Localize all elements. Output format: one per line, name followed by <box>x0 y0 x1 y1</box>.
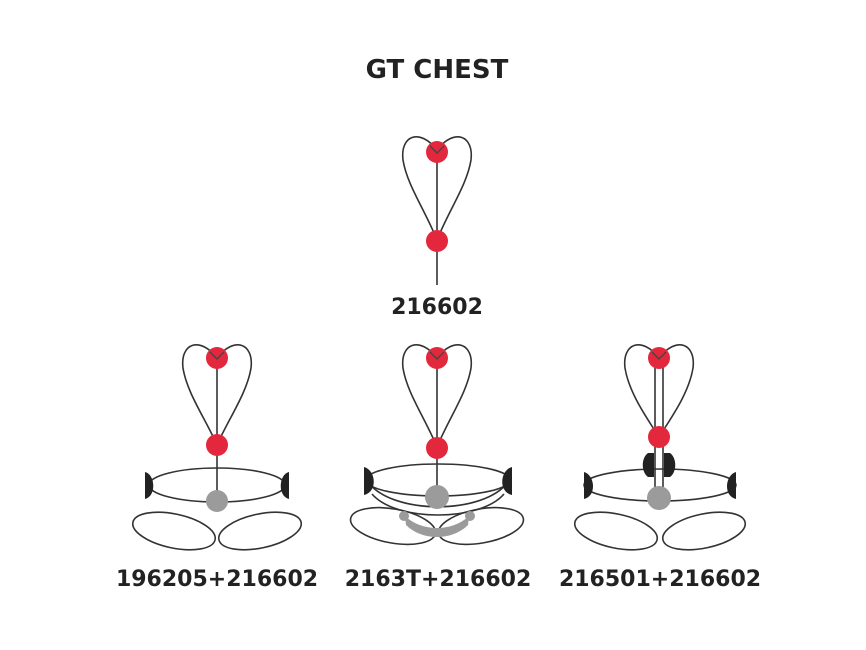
item-label-196205-216602: 196205+216602 <box>116 567 318 592</box>
harness-216602: 216602 <box>391 136 483 320</box>
left-leg-loop <box>131 511 217 551</box>
left-clamp-icon <box>584 472 594 499</box>
top-ring-split-icon <box>209 351 225 360</box>
gray-ring-icon <box>647 486 671 510</box>
chest-ring-icon <box>648 426 670 448</box>
item-label-216602: 216602 <box>391 295 483 320</box>
top-ring-split-icon <box>651 351 667 360</box>
top-ring-icon <box>206 347 228 369</box>
top-ring-icon <box>648 347 670 369</box>
chest-ring-icon <box>426 437 448 459</box>
top-ring-icon <box>426 141 448 163</box>
chest-ring-icon <box>206 434 228 456</box>
right-leg-loop <box>217 511 303 551</box>
combo-196205: 196205+216602 <box>116 344 318 592</box>
top-ring-split-icon <box>429 351 445 360</box>
seat-bridge-strap-inner <box>371 493 505 516</box>
top-ring-split-icon <box>429 145 445 154</box>
top-ring-icon <box>426 347 448 369</box>
right-clamp-icon <box>280 472 289 499</box>
gray-ring-icon <box>425 485 449 509</box>
gray-bridge-end-left-icon <box>399 511 409 521</box>
back-clip-left-icon <box>642 453 654 477</box>
right-clamp-icon <box>726 472 736 499</box>
right-leg-loop <box>437 506 525 546</box>
left-clamp-icon <box>364 467 374 495</box>
left-leg-loop <box>349 506 437 546</box>
gray-bridge-pad-icon <box>405 516 469 537</box>
right-leg-loop <box>661 511 747 551</box>
gray-ring-icon <box>206 490 228 512</box>
combo-2163T: 2163T+216602 <box>345 344 532 592</box>
back-clip-right-icon <box>664 453 676 477</box>
left-clamp-icon <box>145 472 154 499</box>
item-label-2163T-216602: 2163T+216602 <box>345 567 532 592</box>
chest-ring-icon <box>426 230 448 252</box>
gray-bridge-end-right-icon <box>465 511 475 521</box>
combo-216501: 216501+216602 <box>559 344 761 592</box>
item-label-216501-216602: 216501+216602 <box>559 567 761 592</box>
right-clamp-icon <box>502 467 512 495</box>
left-leg-loop <box>573 511 659 551</box>
diagram-title: GT CHEST <box>366 55 509 85</box>
